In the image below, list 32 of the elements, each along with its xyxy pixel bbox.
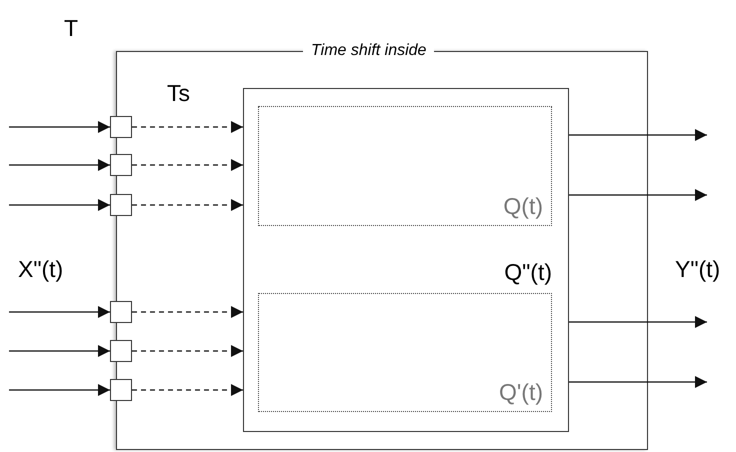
signal-label: X"(t) [18, 255, 64, 284]
region-label: Q(t) [503, 192, 543, 221]
dashed-arrow [132, 159, 243, 171]
port-square [110, 194, 132, 216]
arrow [9, 306, 110, 318]
port-square [110, 340, 132, 362]
box-label: Q"(t) [504, 258, 552, 287]
dashed-arrow [132, 306, 243, 318]
process-box [243, 88, 569, 432]
arrow [569, 129, 707, 141]
dotted-region [258, 293, 552, 412]
region-label: Q'(t) [499, 378, 543, 407]
arrow [9, 159, 110, 171]
port-square [110, 301, 132, 323]
port-square [110, 154, 132, 176]
frame-title: T [64, 14, 78, 43]
dashed-arrow [132, 199, 243, 211]
port-square [110, 116, 132, 138]
dashed-arrow [132, 384, 243, 396]
arrow [9, 384, 110, 396]
arrow [9, 199, 110, 211]
signal-label: Y"(t) [675, 255, 720, 284]
port-square [110, 379, 132, 401]
arrow [9, 345, 110, 357]
signal-label: Ts [167, 79, 190, 108]
dotted-region [258, 106, 552, 226]
arrow [569, 376, 707, 388]
arrow [569, 189, 707, 201]
arrow [9, 121, 110, 133]
arrow [569, 316, 707, 328]
dashed-arrow [132, 345, 243, 357]
dashed-arrow [132, 121, 243, 133]
